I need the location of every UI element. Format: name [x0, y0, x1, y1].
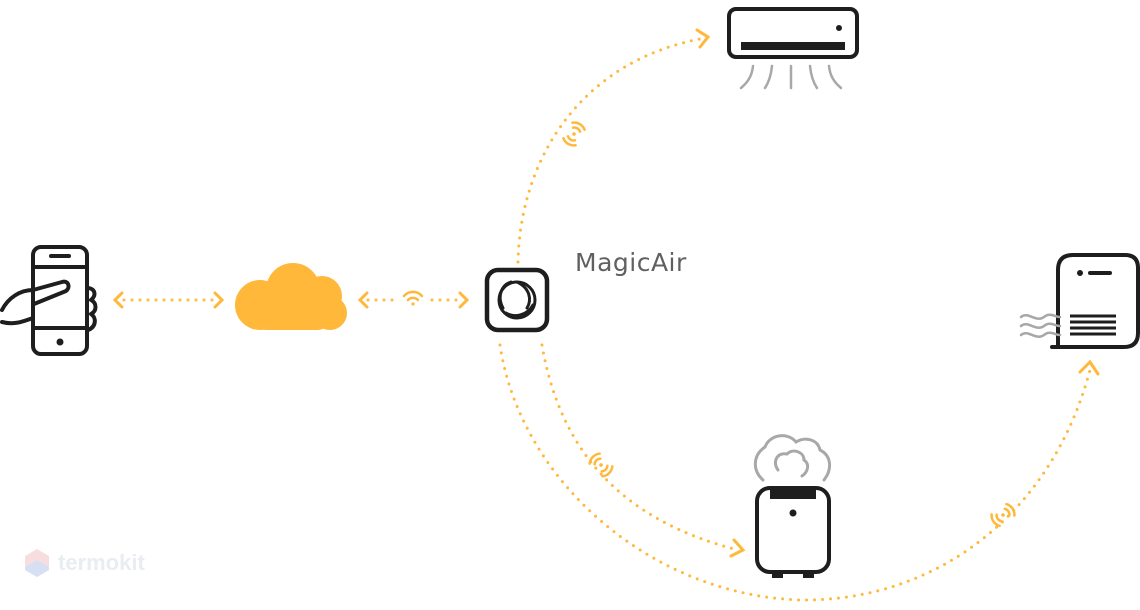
- magicair-hub-icon: [484, 267, 550, 333]
- connection-phone-cloud: [112, 291, 225, 309]
- connection-hub-air-conditioner: [516, 28, 711, 264]
- magicair-logo-text: MagicAir: [575, 248, 687, 277]
- humidifier-icon: [755, 486, 831, 578]
- signal-icon-air-conditioner: [562, 121, 586, 147]
- hand-holding-phone-icon: [0, 245, 98, 356]
- connection-hub-humidifier: [540, 343, 746, 558]
- breezer-ventilator-icon: [1050, 253, 1140, 349]
- termokit-watermark: termokit: [24, 548, 145, 578]
- air-waves-icon: [1019, 313, 1062, 338]
- steam-icon: [753, 434, 831, 482]
- cloud-icon: [235, 263, 347, 330]
- airflow-lines: [739, 64, 843, 90]
- split-air-conditioner-icon: [727, 7, 859, 59]
- termokit-logo-icon: [25, 549, 49, 577]
- signal-icon-breezer: [990, 502, 1016, 528]
- wifi-icon: [402, 290, 424, 306]
- connection-cloud-hub: [357, 291, 470, 309]
- connection-hub-breezer: [498, 343, 1100, 602]
- watermark-text: termokit: [58, 550, 145, 575]
